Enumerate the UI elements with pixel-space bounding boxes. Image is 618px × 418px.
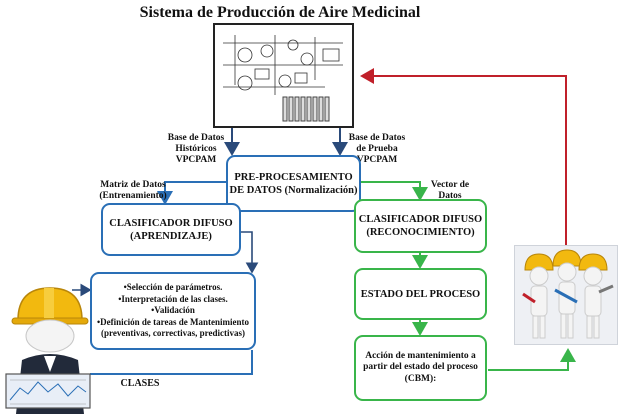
schematic-image [213, 23, 354, 128]
box-preprocessing: PRE-PROCESAMIENTO DE DATOS (Normalizació… [226, 155, 361, 212]
list-item: •Definición de tareas de Mantenimiento (… [97, 316, 249, 339]
box-estado-proceso-text: ESTADO DEL PROCESO [360, 288, 481, 300]
box-estado-proceso: ESTADO DEL PROCESO [354, 268, 487, 320]
workers-figure [522, 249, 614, 339]
diagram-title: Sistema de Producción de Aire Medicinal [139, 4, 421, 21]
list-item: •Interpretación de las clases. [118, 293, 228, 304]
box-clasificador-aprendizaje-text: CLASIFICADOR DIFUSO (APRENDIZAJE) [109, 217, 233, 242]
box-accion-mantenimiento-text: Acción de mantenimiento a partir del est… [363, 350, 478, 384]
box-clasificador-reconocimiento: CLASIFICADOR DIFUSO (RECONOCIMIENTO) [354, 199, 487, 253]
box-tareas: •Selección de parámetros. •Interpretació… [90, 272, 256, 350]
schematic-drawing [223, 35, 343, 122]
workers-tools-image [514, 245, 618, 345]
arrow-accion-workers [488, 348, 576, 371]
label-matrix: Matriz de Datos (Entrenamiento) [99, 180, 167, 201]
box-clasificador-reconocimiento-text: CLASIFICADOR DIFUSO (RECONOCIMIENTO) [358, 214, 483, 238]
box-accion-mantenimiento: Acción de mantenimiento a partir del est… [354, 335, 487, 401]
line-clases [90, 350, 253, 375]
list-item: •Selección de parámetros. [123, 282, 223, 293]
list-item: •Validación [151, 305, 195, 316]
engineer-laptop-image [4, 282, 92, 414]
label-test-db: Base de Datos de Prueba VPCPAM [348, 133, 406, 165]
engineer-figure [5, 287, 91, 414]
label-clases: CLASES [120, 378, 160, 389]
box-preprocessing-text: PRE-PROCESAMIENTO DE DATOS (Normalizació… [229, 171, 358, 196]
label-hist-db: Base de Datos Históricos VPCPAM [167, 133, 225, 165]
box-clasificador-aprendizaje: CLASIFICADOR DIFUSO (APRENDIZAJE) [101, 203, 241, 256]
arrow-feedback [360, 68, 567, 246]
arrow-matrix [157, 181, 228, 205]
arrow-learn-to-list [240, 231, 259, 274]
arrow-vector [359, 181, 428, 201]
